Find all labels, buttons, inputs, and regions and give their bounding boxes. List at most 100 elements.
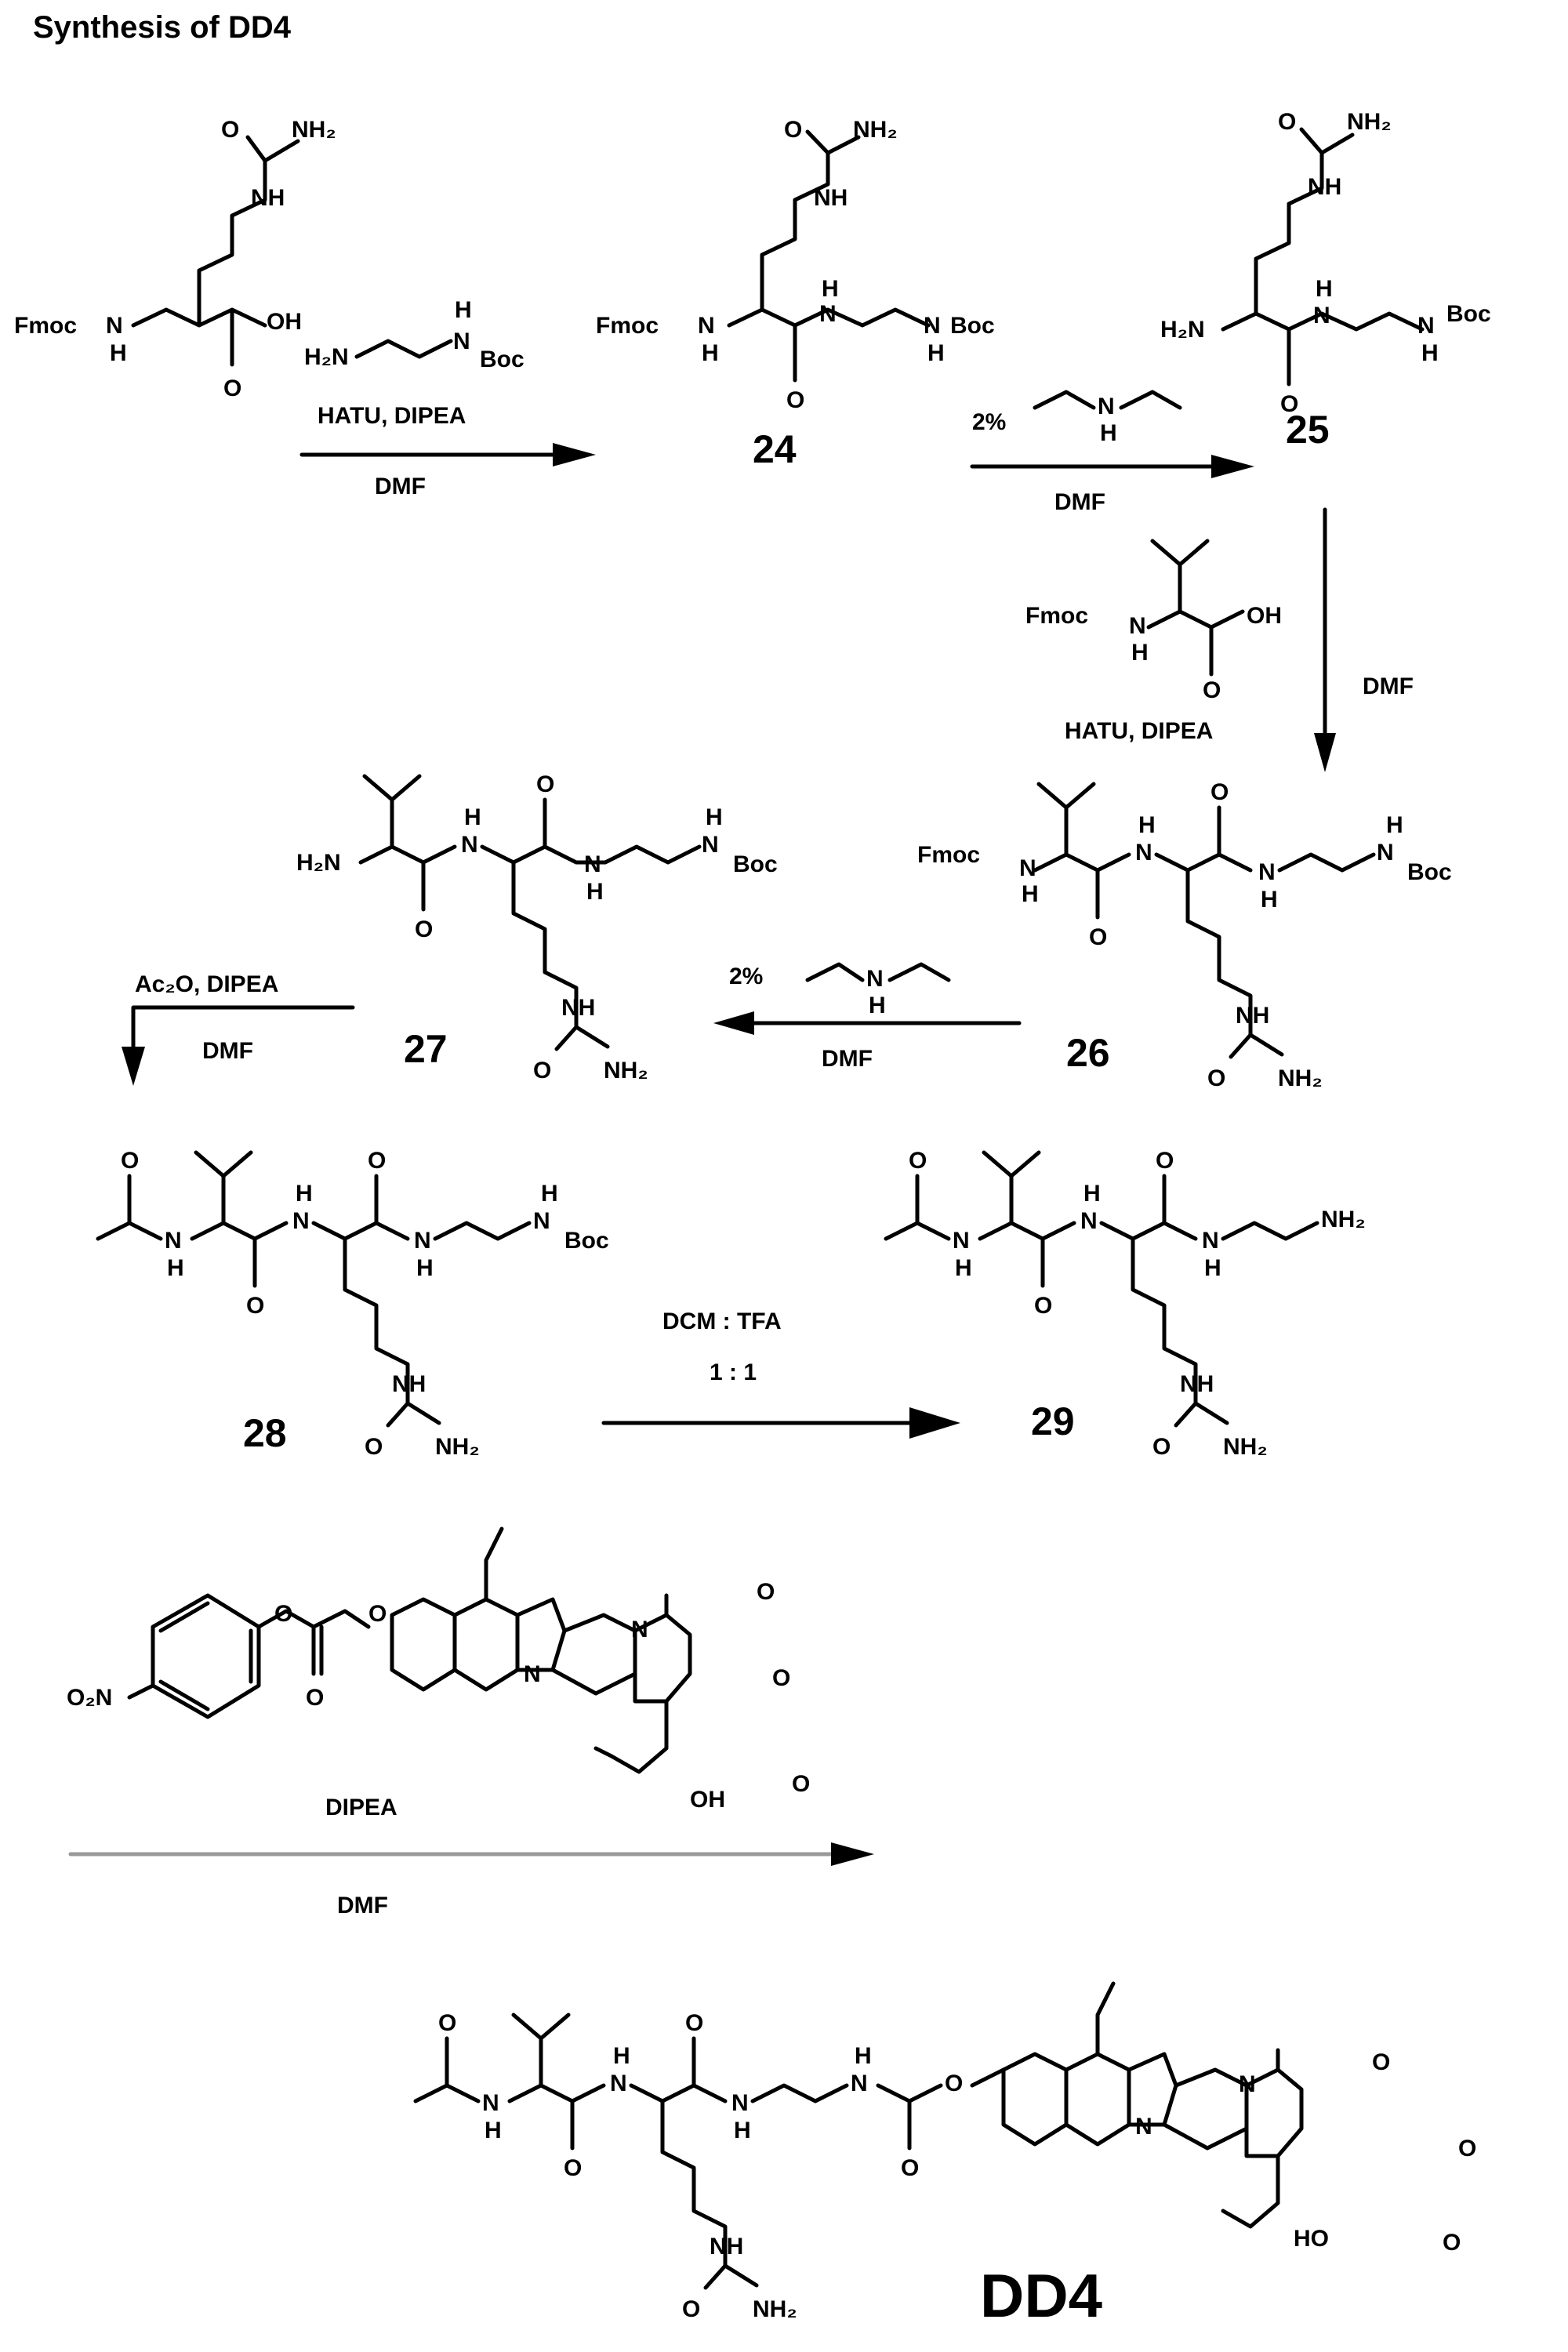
atom-n: N [1080, 1208, 1098, 1234]
atom-n: N [698, 313, 715, 339]
reagent-step4-bottom: DMF [822, 1046, 873, 1072]
atom-nh2: NH₂ [1223, 1434, 1268, 1460]
reaction-arrow-3: DMF HATU, DIPEA [1065, 510, 1414, 772]
atom-n: N [1019, 855, 1036, 881]
compound-label-28: 28 [243, 1411, 287, 1455]
structure-24: Fmoc N H O N H N H Boc NH O NH₂ 24 [596, 117, 995, 471]
atom-n: N [106, 313, 123, 339]
atom-h: H [455, 297, 472, 323]
atom-n: N [851, 2071, 868, 2096]
structure-activated-camptothecin: O₂N O O O N N O O O OH [67, 1529, 810, 1813]
reagent-step5-top: Ac₂O, DIPEA [135, 971, 278, 997]
atom-n: N [953, 1228, 970, 1254]
atom-o: O [368, 1148, 386, 1174]
atom-n: N [584, 851, 601, 877]
atom-o: O [368, 1601, 387, 1627]
atom-o: O [786, 387, 804, 413]
atom-nh: NH [814, 185, 848, 211]
atom-o: O [246, 1293, 264, 1319]
atom-nh: NH [251, 185, 285, 211]
atom-n: N [610, 2071, 627, 2096]
compound-label-27: 27 [404, 1027, 448, 1071]
atom-n: N [1098, 394, 1115, 419]
atom-nh: NH [1236, 1003, 1269, 1029]
atom-o: O [757, 1579, 775, 1605]
structure-fmoc-cit-oh: Fmoc N H O OH NH O NH₂ [14, 117, 336, 401]
atom-h: H [1138, 812, 1156, 838]
atom-o: O [564, 2155, 582, 2181]
atom-o: O [365, 1434, 383, 1460]
atom-n: N [1377, 840, 1394, 866]
atom-n: N [292, 1208, 310, 1234]
atom-nh2: NH₂ [1321, 1207, 1366, 1232]
atom-n: N [1135, 840, 1152, 866]
reagent-step2-pct: 2% [972, 409, 1006, 435]
atom-ho: HO [1294, 2226, 1329, 2252]
atom-o: O [438, 2010, 456, 2036]
atom-n: N [1202, 1228, 1219, 1254]
atom-o: O [1152, 1434, 1171, 1460]
atom-nh2: NH₂ [1278, 1065, 1323, 1091]
structure-25: H₂N O N H N H Boc NH O NH₂ 25 [1160, 109, 1491, 452]
atom-o: O [1278, 109, 1296, 135]
reaction-arrow-5: Ac₂O, DIPEA DMF [122, 971, 353, 1086]
reagent-step7-bottom: DMF [337, 1893, 388, 1918]
atom-h2n: H₂N [1160, 317, 1205, 343]
atom-h: H [1204, 1255, 1221, 1281]
atom-o: O [685, 2010, 703, 2036]
atom-nh2: NH₂ [435, 1434, 480, 1460]
atom-n: N [524, 1661, 541, 1687]
atom-nh2: NH₂ [604, 1058, 648, 1083]
atom-h: H [855, 2043, 872, 2069]
atom-h: H [1131, 640, 1149, 666]
atom-h: H [1421, 340, 1439, 366]
compound-label-25: 25 [1286, 408, 1330, 452]
reagent-step5-bottom: DMF [202, 1038, 253, 1064]
atom-n: N [1129, 613, 1146, 639]
atom-o: O [1089, 924, 1107, 950]
atom-o: O [1458, 2136, 1476, 2161]
atom-h2n: H₂N [304, 344, 349, 370]
atom-h: H [955, 1255, 972, 1281]
reagent-step1-bottom: DMF [375, 474, 426, 499]
atom-n: N [1417, 313, 1435, 339]
atom-fmoc: Fmoc [1025, 603, 1088, 629]
structure-29: O N H O H N O N H NH₂ NH O NH₂ 29 [886, 1148, 1366, 1460]
atom-o: O [121, 1148, 139, 1174]
reaction-arrow-2: 2% N H DMF [972, 392, 1254, 515]
atom-o: O [1443, 2230, 1461, 2256]
atom-h: H [927, 340, 945, 366]
atom-h: H [110, 340, 127, 366]
reagent-step7-top: DIPEA [325, 1795, 397, 1820]
atom-nh: NH [1180, 1371, 1214, 1397]
atom-o: O [792, 1771, 810, 1797]
atom-boc: Boc [1446, 301, 1491, 327]
atom-o: O [772, 1665, 790, 1691]
atom-nh2: NH₂ [753, 2296, 797, 2322]
reagent-step4-pct: 2% [729, 964, 763, 989]
reagent-step3-right: DMF [1363, 673, 1414, 699]
structure-fmoc-val-oh: Fmoc N H O OH [1025, 541, 1282, 703]
atom-n: N [414, 1228, 431, 1254]
atom-h: H [586, 879, 604, 905]
reaction-arrow-6: DCM : TFA 1 : 1 [604, 1308, 960, 1439]
atom-h: H [734, 2118, 751, 2143]
atom-nh2: NH₂ [1347, 109, 1392, 135]
structure-27: H₂N O H N O N H H N Boc NH O NH₂ 27 [296, 771, 778, 1083]
atom-h: H [869, 993, 886, 1018]
atom-o: O [306, 1685, 324, 1711]
scheme-title: Synthesis of DD4 [33, 10, 292, 45]
atom-o: O [415, 916, 433, 942]
atom-o: O [1372, 2049, 1390, 2075]
atom-oh: OH [267, 309, 302, 335]
atom-n: N [165, 1228, 182, 1254]
atom-h: H [1022, 881, 1039, 907]
atom-h: H [706, 804, 723, 830]
reagent-step6-bottom: 1 : 1 [710, 1359, 757, 1385]
atom-n: N [1313, 303, 1330, 328]
atom-h: H [416, 1255, 434, 1281]
atom-n: N [866, 966, 884, 992]
atom-h: H [702, 340, 719, 366]
atom-n: N [533, 1208, 550, 1234]
atom-o: O [274, 1601, 292, 1627]
